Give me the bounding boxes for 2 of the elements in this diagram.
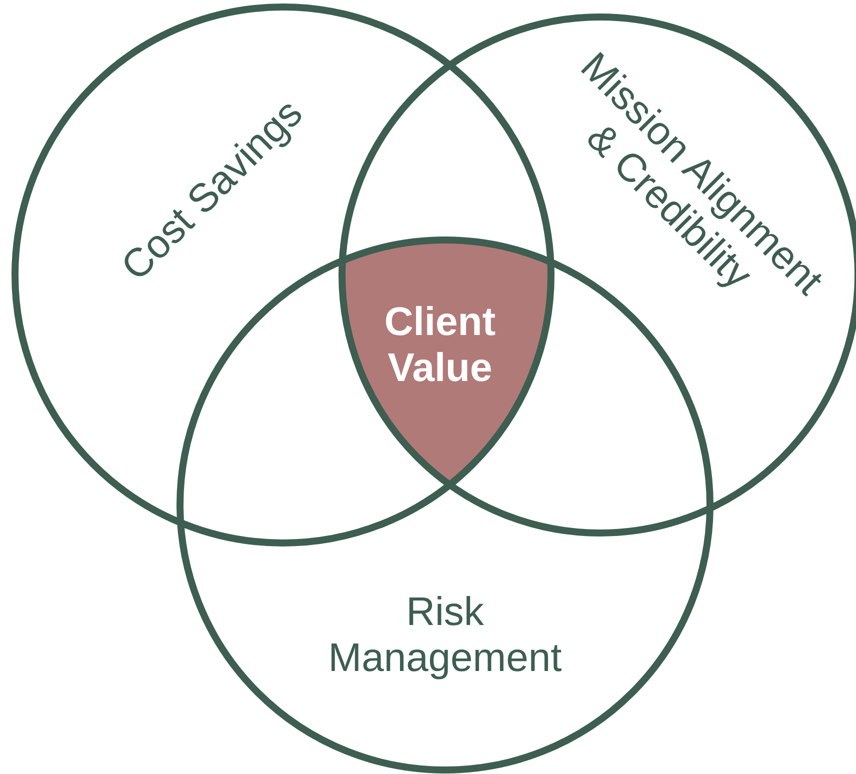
circle-label: Risk Management (327, 589, 563, 681)
overlap-label: Client Value (383, 299, 497, 391)
